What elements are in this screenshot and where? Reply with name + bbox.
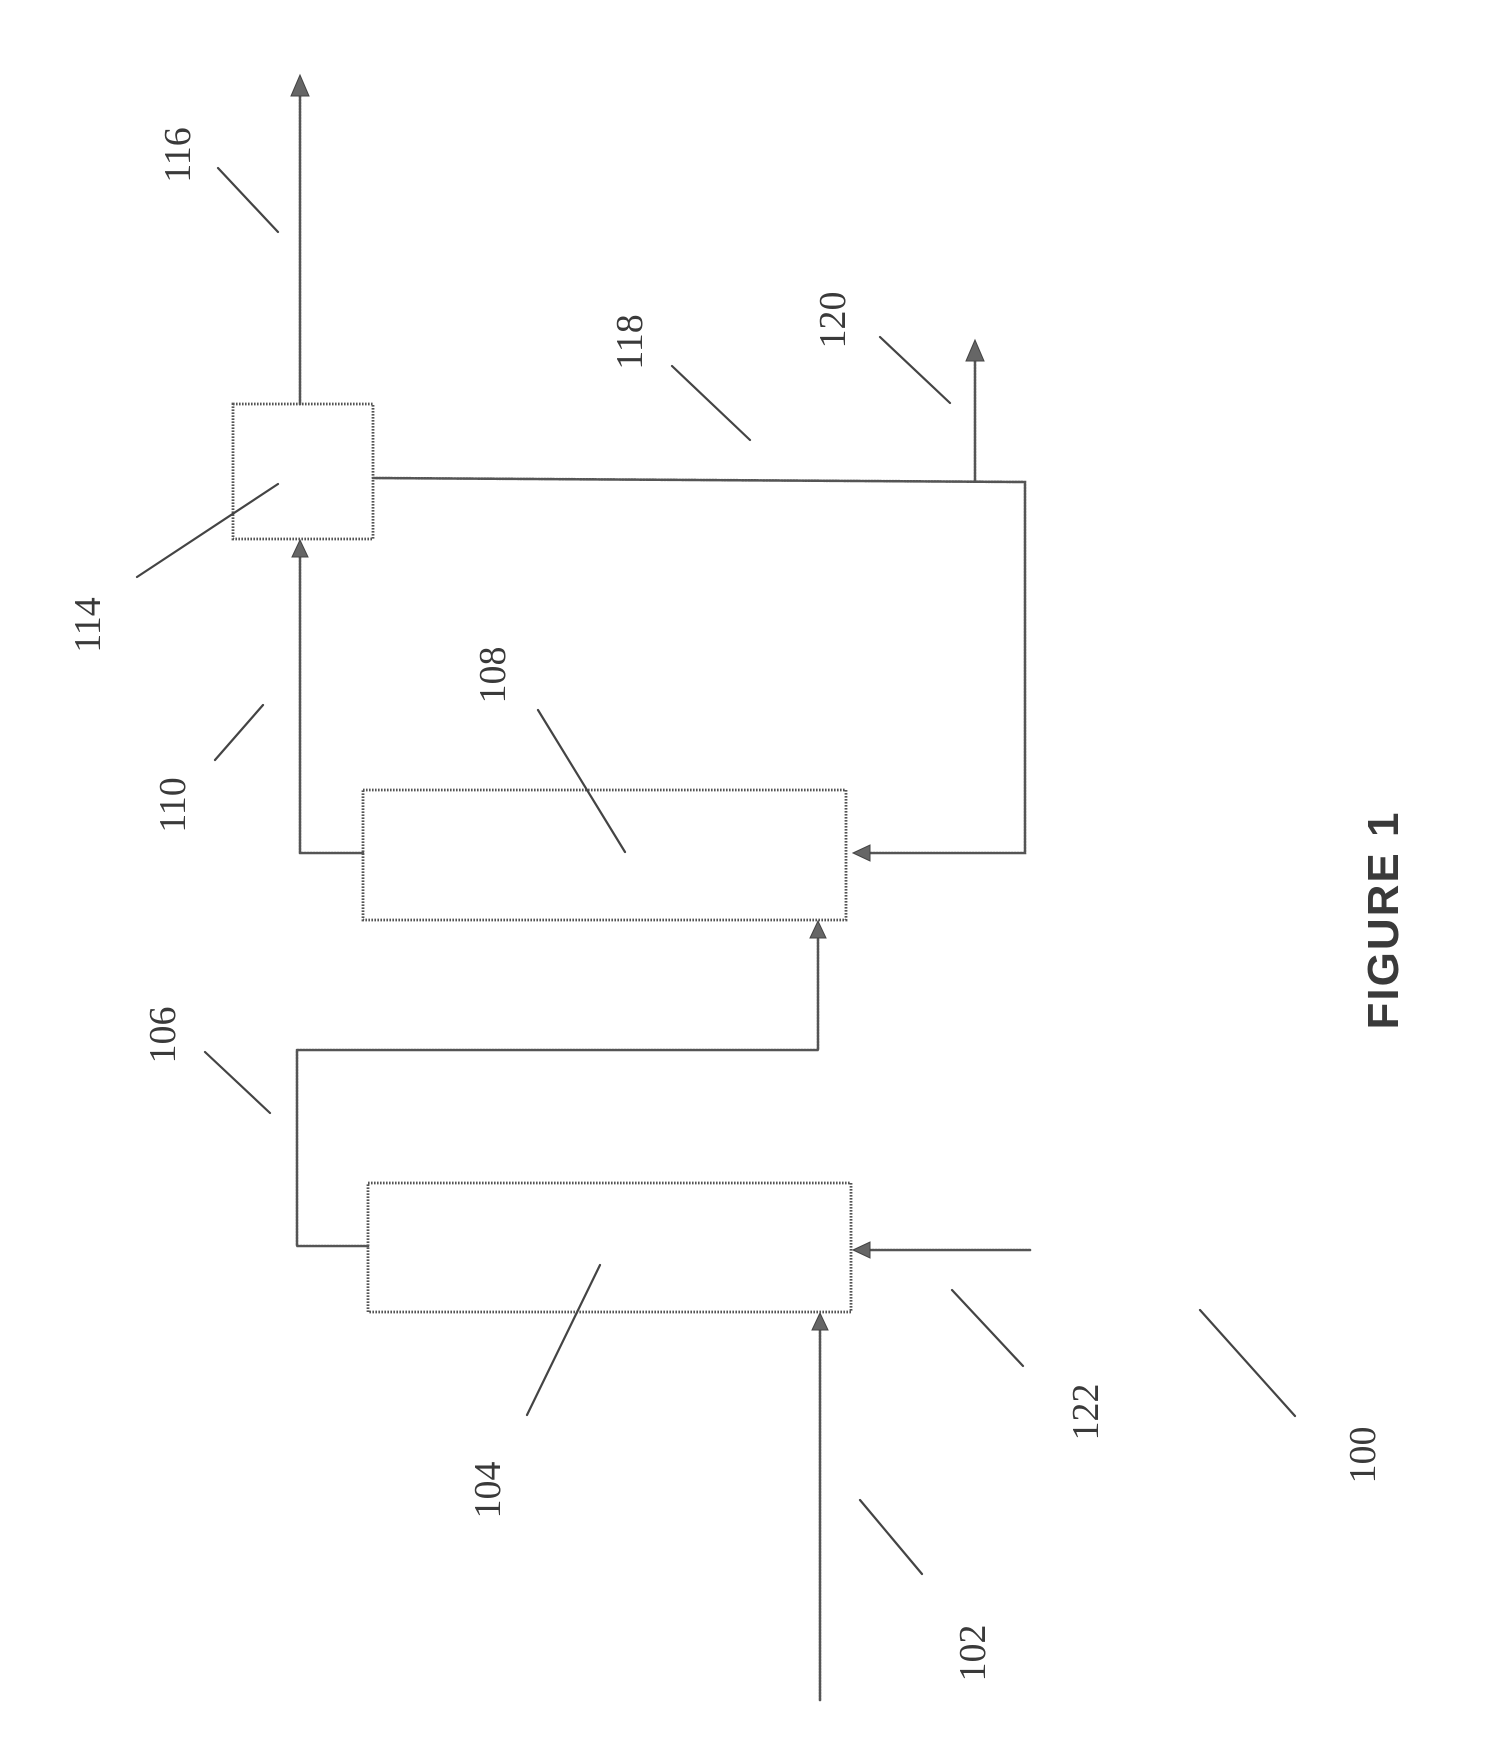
stream-110-line [300, 546, 363, 853]
leader-104 [527, 1265, 600, 1415]
label-114: 114 [67, 597, 109, 653]
unit-114-box [233, 404, 373, 539]
leader-120 [880, 337, 950, 403]
leader-118 [672, 366, 750, 440]
figure-title: FIGURE 1 [1359, 811, 1408, 1030]
stream-106-arrowhead [810, 921, 826, 938]
stream-102-arrowhead [812, 1313, 828, 1330]
leader-116 [218, 168, 278, 232]
stream-106-line [297, 927, 818, 1246]
unit-108-box [363, 790, 846, 920]
leader-106 [205, 1052, 270, 1113]
label-118: 118 [609, 314, 651, 370]
label-120: 120 [812, 292, 854, 349]
label-108: 108 [472, 647, 514, 704]
label-122: 122 [1065, 1384, 1107, 1441]
label-102: 102 [952, 1625, 994, 1682]
leader-114 [137, 484, 278, 577]
unit-104-box [368, 1183, 851, 1312]
leader-102 [860, 1500, 922, 1574]
stream-122-arrowhead [853, 1242, 870, 1258]
leader-108 [538, 710, 625, 852]
stream-110-arrowhead [292, 540, 308, 557]
stream-120-arrowhead [966, 340, 984, 361]
label-104: 104 [467, 1462, 509, 1519]
label-106: 106 [142, 1007, 184, 1064]
stream-118-arrowhead [853, 845, 870, 861]
label-110: 110 [152, 777, 194, 833]
stream-118-line [373, 478, 1025, 853]
label-116: 116 [157, 127, 199, 183]
stream-116-arrowhead [291, 75, 309, 96]
leader-100 [1200, 1310, 1295, 1416]
leader-110 [215, 705, 263, 760]
label-100: 100 [1342, 1427, 1384, 1484]
leader-122 [952, 1290, 1023, 1366]
